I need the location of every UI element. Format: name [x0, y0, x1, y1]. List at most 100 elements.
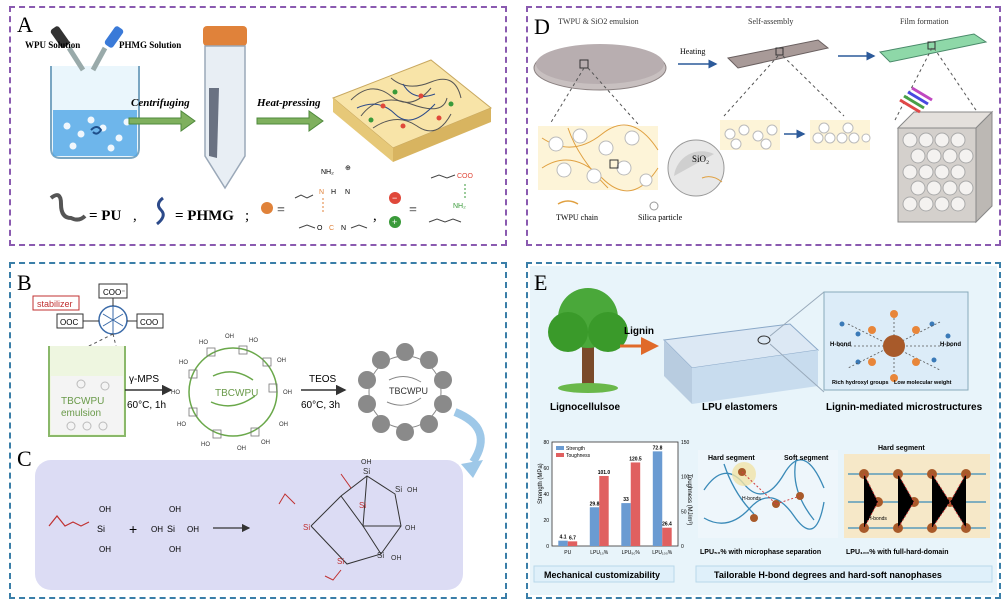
mps-molecule: Si OH OH [48, 505, 111, 554]
tbcwpu-label: TBCWPU [61, 396, 104, 407]
svg-text:NH₂: NH₂ [321, 169, 334, 176]
tree-illustration [548, 288, 628, 393]
centrifuge-tube [203, 26, 247, 190]
svg-text:⊕: ⊕ [345, 165, 351, 172]
heat-press-arrow [256, 110, 324, 132]
svg-text:OH: OH [99, 505, 111, 514]
category-label: LPU₁₀% [590, 550, 608, 556]
pu-symbol [49, 193, 87, 222]
panel-d: D TWPU & SiO2 emulsion Self-assembly Fil… [526, 6, 1001, 246]
phmg-dropper [90, 26, 124, 72]
h-bond-label-1: H-bond [830, 342, 851, 348]
svg-text:−: − [392, 193, 397, 203]
h-bonds-label-b: H-bonds [868, 516, 887, 522]
self-assembly-slide [726, 39, 830, 69]
panel-b-c-figure: B stabilizer COO⁻ OOC COO TBCWPU emulsio… [17, 270, 485, 590]
svg-text:COO: COO [457, 173, 474, 180]
svg-text:HO: HO [199, 340, 208, 346]
svg-text:H: H [331, 189, 336, 196]
phmg-legend: = PHMG [175, 208, 234, 224]
y-tick-label: 20 [543, 518, 549, 524]
bar-value-label: 33 [623, 497, 629, 503]
stabilizer-molecule [56, 283, 164, 335]
svg-text:Si: Si [359, 501, 366, 510]
film-slide [878, 33, 988, 63]
y-tick-label: 80 [543, 440, 549, 446]
panel-b-label: B [17, 270, 32, 295]
self-assembly-label: Self-assembly [748, 17, 793, 26]
svg-text:O: O [317, 225, 323, 232]
composite-film [332, 59, 492, 162]
chain-symbol [557, 200, 579, 205]
svg-text:Si: Si [337, 557, 344, 566]
mech-caption: Mechanical customizability [544, 570, 660, 580]
hard-segment-label-2: Hard segment [878, 445, 925, 452]
svg-text:HO: HO [179, 360, 188, 366]
tailor-caption-box [695, 565, 993, 583]
svg-text:OH: OH [283, 390, 292, 396]
wpu-dropper [50, 26, 86, 72]
svg-text:OH: OH [361, 459, 372, 466]
svg-text:OH: OH [225, 334, 234, 340]
bar-strength [621, 503, 631, 546]
svg-text:Si: Si [363, 467, 370, 476]
wpu-label: WPU Solution [25, 40, 80, 50]
panel-a-label: A [17, 12, 33, 37]
svg-text:Si: Si [167, 524, 175, 534]
cond-1-label: 60°C, 1h [127, 400, 166, 411]
svg-text:OH: OH [151, 525, 163, 534]
svg-text:OH: OH [261, 440, 270, 446]
bar-toughness [599, 475, 609, 546]
emulsion-label: TWPU & SiO2 emulsion [558, 17, 639, 26]
lignocellulose-label: Lignocellulsoe [550, 402, 620, 413]
particle-core-label: TBCWPU [215, 388, 258, 399]
svg-text:OH: OH [277, 358, 286, 364]
category-label: LPU₁₀₀% [652, 550, 673, 556]
tailor-caption: Tailorable H-bond degrees and hard-soft … [714, 570, 942, 580]
panel-e-label: E [534, 270, 547, 295]
coo-right-label: COO [140, 318, 158, 327]
svg-text:OH: OH [169, 505, 181, 514]
lignin-label: Lignin [624, 326, 654, 337]
h-bond-structure-1: NH₂ ⊕ N H N O C N [294, 165, 368, 232]
lpu-elastomer-block [662, 323, 820, 404]
teos-label: TEOS [309, 374, 337, 385]
curved-arrow [453, 408, 485, 465]
soft-segment-label: Soft segment [784, 455, 829, 462]
svg-text:OH: OH [169, 545, 181, 554]
svg-text:N: N [341, 225, 346, 232]
panel-e: E Lignocellulsoe Lignin LPU elastomers H [526, 262, 1001, 599]
cond-2-label: 60°C, 3h [301, 400, 340, 411]
svg-text:OH: OH [391, 555, 402, 562]
bar-strength [558, 540, 568, 546]
eq-1: = [277, 203, 285, 218]
mech-caption-box [533, 565, 675, 583]
y2-tick-label: 150 [681, 440, 690, 446]
coo-top-label: COO⁻ [103, 288, 125, 297]
svg-text:C: C [329, 225, 334, 232]
svg-text:OH: OH [405, 525, 416, 532]
silicic-acid: Si OH OH OH OH [151, 505, 199, 554]
svg-text:+: + [392, 217, 397, 227]
chain-legend: TWPU chain [556, 213, 598, 222]
centrifuge-arrow [128, 110, 196, 132]
legend-label: Strength [566, 446, 585, 452]
microphase-caption: LPU₅₀% with microphase separation [700, 549, 821, 556]
microstructure-box [823, 291, 969, 391]
heating-label: Heating [680, 47, 705, 56]
svg-text:HO: HO [171, 390, 180, 396]
svg-text:OH: OH [237, 446, 246, 452]
petri-dish [533, 44, 667, 91]
legend-swatch [556, 453, 564, 457]
ionic-pair-symbol: − + [389, 192, 401, 228]
assembly-zoom-2 [810, 120, 871, 150]
bar-toughness [567, 541, 578, 546]
microstructures-label: Lignin-mediated microstructures [826, 402, 983, 413]
panel-a-figure: A WPU Solution PHMG Solution [17, 12, 492, 232]
panel-b-c: B stabilizer COO⁻ OOC COO TBCWPU emulsio… [9, 262, 507, 599]
photonic-crystal-cube [896, 86, 994, 224]
film-formation-label: Film formation [900, 17, 949, 26]
y2-tick-label: 50 [681, 509, 687, 515]
svg-text:NH₂: NH₂ [453, 203, 466, 210]
svg-text:OH: OH [407, 487, 418, 494]
